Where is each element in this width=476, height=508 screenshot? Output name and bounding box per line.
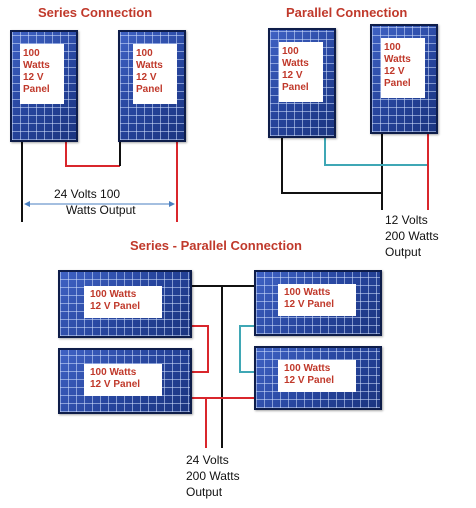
- parallel-panel-1-label: 100 Watts 12 V Panel: [279, 42, 323, 102]
- parallel-panel-2-label: 100 Watts 12 V Panel: [381, 38, 425, 98]
- series-panel-2: 100 Watts 12 V Panel: [118, 30, 186, 142]
- series-title: Series Connection: [38, 5, 153, 20]
- sp-panel-top-right: 100 Watts 12 V Panel: [254, 270, 382, 336]
- parallel-output-label: 12 Volts 200 Watts Output: [385, 213, 439, 259]
- series-parallel-output-label: 24 Volts 200 Watts Output: [186, 453, 240, 499]
- sp-panel-top-left-label: 100 Watts 12 V Panel: [84, 286, 162, 318]
- parallel-black-wire-left: [281, 136, 382, 194]
- series-panel-1-label: 100 Watts 12 V Panel: [20, 44, 64, 104]
- series-panel-1: 100 Watts 12 V Panel: [10, 30, 78, 142]
- sp-panel-bottom-left: 100 Watts 12 V Panel: [58, 348, 192, 414]
- series-arrow-left-head: [24, 201, 30, 207]
- series-parallel-title: Series - Parallel Connection: [130, 238, 302, 253]
- parallel-panel-1: 100 Watts 12 V Panel: [268, 28, 336, 138]
- sp-panel-top-left: 100 Watts 12 V Panel: [58, 270, 192, 338]
- series-panel-2-label: 100 Watts 12 V Panel: [133, 44, 177, 104]
- series-red-interconnect: [65, 140, 120, 167]
- sp-panel-bottom-left-label: 100 Watts 12 V Panel: [84, 364, 162, 396]
- series-output-label: 24 Volts 100 Watts Output: [54, 187, 136, 217]
- parallel-panel-2: 100 Watts 12 V Panel: [370, 24, 438, 134]
- sp-right-teal-interconnect: [239, 325, 254, 373]
- series-arrow-right-head: [169, 201, 175, 207]
- sp-panel-bottom-right-label: 100 Watts 12 V Panel: [278, 360, 356, 392]
- parallel-teal-wire: [324, 136, 428, 166]
- parallel-title: Parallel Connection: [286, 5, 408, 20]
- sp-left-red-interconnect: [192, 325, 209, 373]
- sp-panel-bottom-right: 100 Watts 12 V Panel: [254, 346, 382, 410]
- sp-panel-top-right-label: 100 Watts 12 V Panel: [278, 284, 356, 316]
